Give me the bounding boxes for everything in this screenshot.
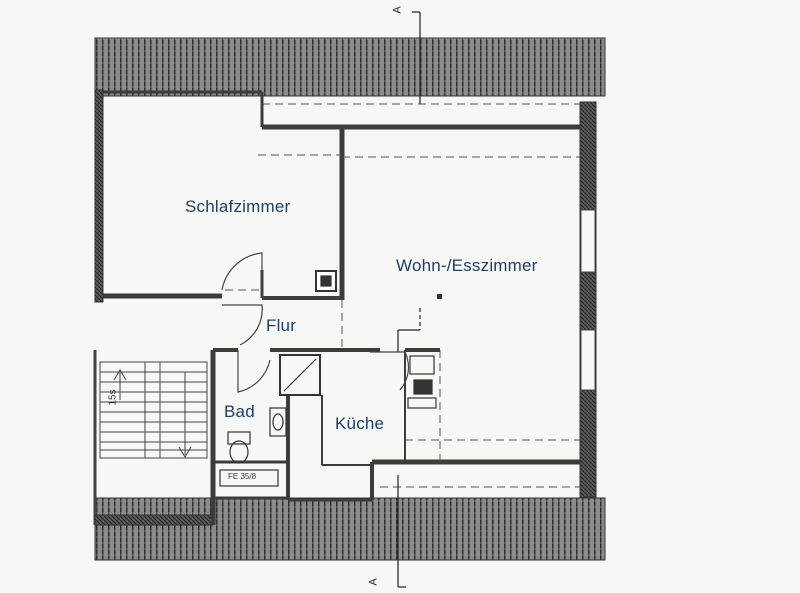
room-label-kitchen: Küche	[335, 414, 385, 433]
staircase	[93, 350, 208, 525]
attic-dashed-lines	[225, 103, 585, 488]
stair-step-label: 15s	[107, 389, 119, 406]
room-label-hall: Flur	[266, 316, 297, 335]
room-label-bedroom: Schlafzimmer	[185, 197, 291, 216]
section-line-a	[397, 11, 421, 588]
doors	[221, 252, 409, 393]
right-windows	[580, 209, 596, 391]
right-wall	[579, 101, 597, 498]
fixtures	[219, 270, 442, 487]
lower-walls	[210, 348, 580, 525]
roof-bottom	[94, 497, 606, 561]
upper-walls	[260, 92, 580, 300]
section-marker-top: A	[391, 6, 404, 14]
room-label-bath: Bad	[224, 402, 255, 421]
stair-landing-wall	[94, 514, 214, 526]
section-marker-bottom: A	[367, 578, 380, 586]
room-label-living: Wohn-/Esszimmer	[396, 256, 538, 275]
bedroom-walls	[94, 89, 262, 303]
roof-top	[94, 37, 606, 97]
appliance-label: FE 35/8	[228, 472, 257, 481]
